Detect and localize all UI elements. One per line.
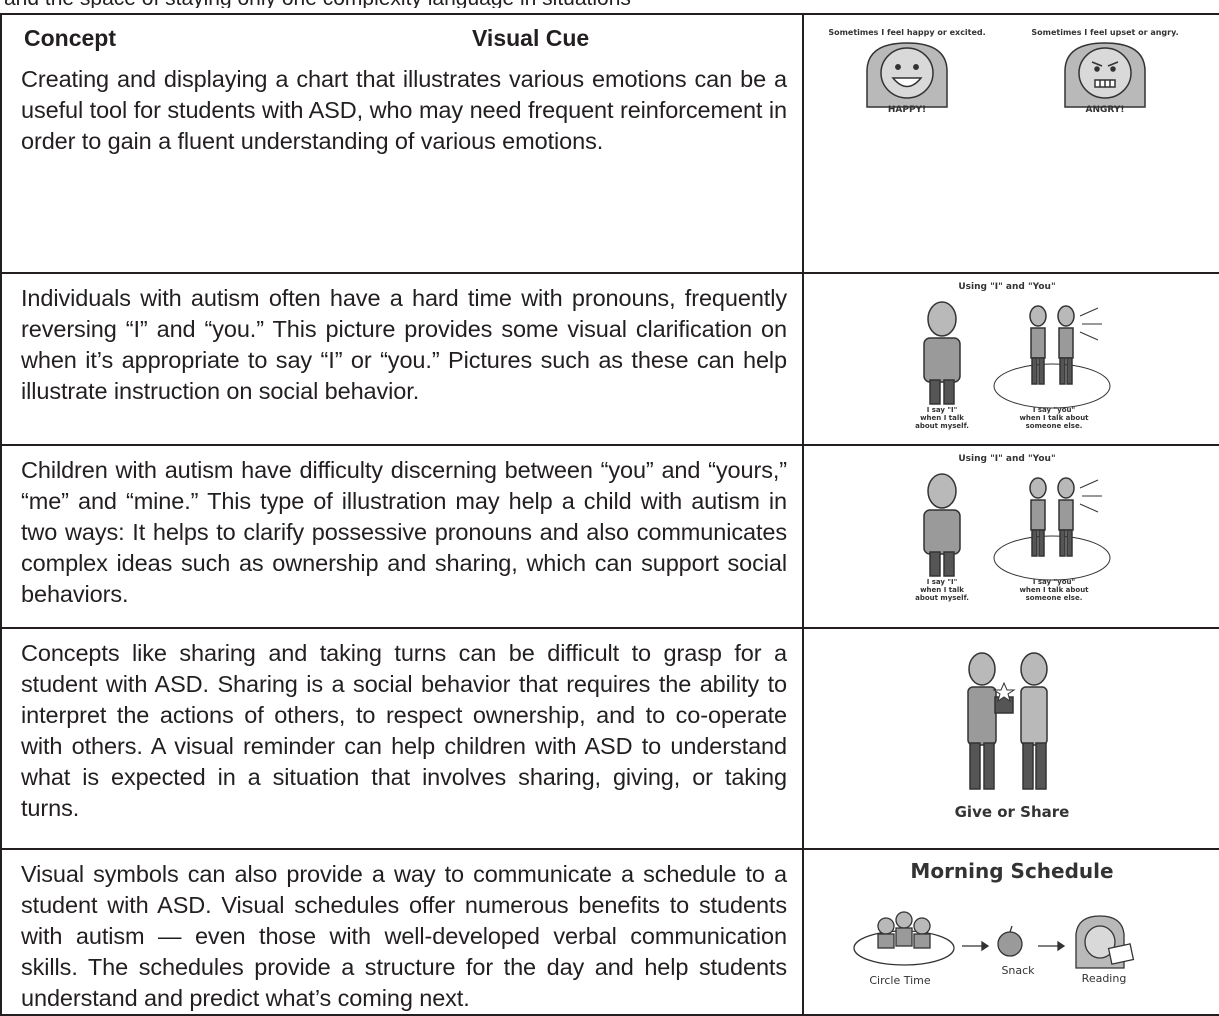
visual-cue-cell: Morning Schedule <box>802 848 1219 1016</box>
you-caption-line1: I say "you" <box>1032 406 1074 414</box>
visual-cue-cell: Using "I" and "You" <box>802 272 1219 446</box>
morning-schedule-icon: Morning Schedule <box>804 850 1219 1000</box>
table-row: Individuals with autism often have a har… <box>0 272 1219 446</box>
i-caption-line2: when I talk <box>920 414 964 422</box>
table-row: Visual symbols can also provide a way to… <box>0 848 1219 1016</box>
angry-label: ANGRY! <box>1085 105 1124 115</box>
schedule-step-circle-time: Circle Time <box>869 974 931 987</box>
header-concept: Concept <box>24 25 116 51</box>
concept-cell: Children with autism have difficulty dis… <box>0 444 804 629</box>
concept-text: Visual symbols can also provide a way to… <box>21 861 787 1011</box>
concept-text: Creating and displaying a chart that ill… <box>21 66 787 154</box>
concept-cell: Concept Visual Cue Creating and displayi… <box>0 13 804 274</box>
concept-text: Children with autism have difficulty dis… <box>21 457 787 607</box>
concept-cell: Visual symbols can also provide a way to… <box>0 848 804 1016</box>
concept-text: Concepts like sharing and taking turns c… <box>21 640 787 821</box>
header-visual-cue: Visual Cue <box>472 25 590 51</box>
i-caption-line3: about myself. <box>915 594 969 602</box>
table-row: Children with autism have difficulty dis… <box>0 444 1219 629</box>
give-or-share-icon: Give or Share <box>804 629 1219 829</box>
visual-cue-cell: Give or Share <box>802 627 1219 850</box>
visual-cue-cell: Using "I" and "You" <box>802 444 1219 629</box>
table-row: Concepts like sharing and taking turns c… <box>0 627 1219 850</box>
pronoun-title: Using "I" and "You" <box>958 282 1055 292</box>
visual-cue-cell: Sometimes I feel happy or excited. Somet… <box>802 13 1219 274</box>
you-caption-line2: when I talk about <box>1019 414 1089 422</box>
you-caption-line2: when I talk about <box>1019 586 1089 594</box>
you-caption-line3: someone else. <box>1025 594 1082 602</box>
concept-cell: Concepts like sharing and taking turns c… <box>0 627 804 850</box>
schedule-step-snack: Snack <box>1001 964 1035 977</box>
you-caption-line3: someone else. <box>1025 422 1082 430</box>
schedule-title: Morning Schedule <box>910 859 1113 883</box>
emotions-faces-icon: Sometimes I feel happy or excited. Somet… <box>804 15 1219 115</box>
table-header: Concept Visual Cue <box>2 15 802 52</box>
schedule-step-reading: Reading <box>1081 972 1126 985</box>
concept-text: Individuals with autism often have a har… <box>21 285 787 404</box>
i-caption-line3: about myself. <box>915 422 969 430</box>
i-caption-line1: I say "I" <box>926 578 957 586</box>
table-row: Concept Visual Cue Creating and displayi… <box>0 13 1219 274</box>
i-and-you-pronouns-icon: Using "I" and "You" <box>804 446 1219 606</box>
i-caption-line1: I say "I" <box>926 406 957 414</box>
happy-top-caption: Sometimes I feel happy or excited. <box>828 28 985 37</box>
concept-cell: Individuals with autism often have a har… <box>0 272 804 446</box>
happy-label: HAPPY! <box>887 105 925 115</box>
pronoun-title: Using "I" and "You" <box>958 454 1055 464</box>
i-caption-line2: when I talk <box>920 586 964 594</box>
angry-top-caption: Sometimes I feel upset or angry. <box>1031 28 1178 37</box>
i-and-you-pronouns-icon: Using "I" and "You" <box>804 274 1219 434</box>
give-or-share-label: Give or Share <box>954 803 1069 821</box>
you-caption-line1: I say "you" <box>1032 578 1074 586</box>
concept-visual-cue-table: Concept Visual Cue Creating and displayi… <box>0 13 1219 1016</box>
page-top-fragment: and the space of staying only one comple… <box>0 0 1219 8</box>
